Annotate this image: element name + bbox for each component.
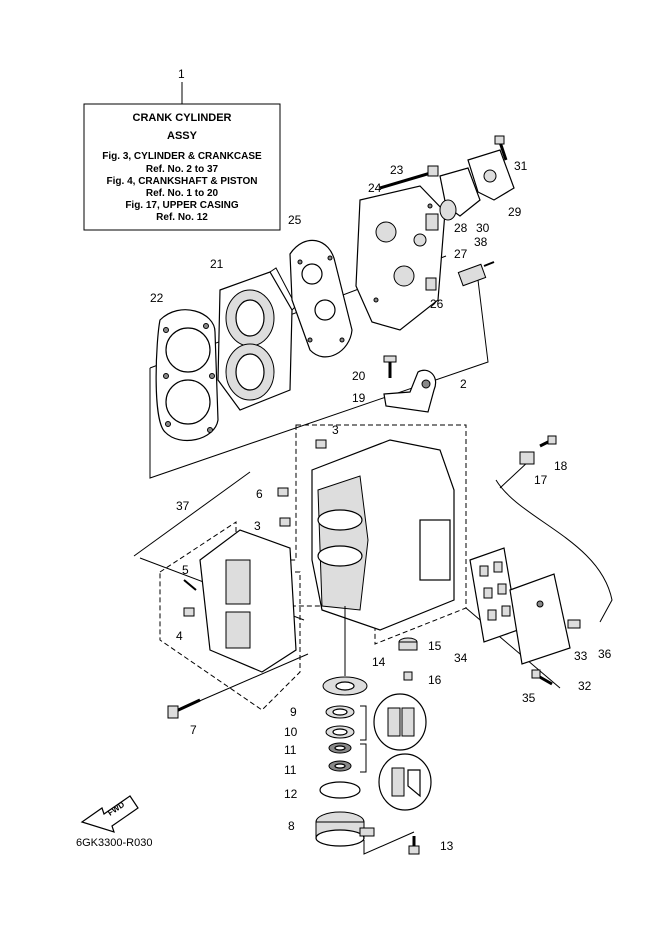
callout-11[interactable]: 11 bbox=[284, 743, 297, 757]
grommet[interactable] bbox=[398, 637, 418, 651]
exhaust-gasket[interactable] bbox=[469, 547, 519, 643]
callout-29[interactable]: 29 bbox=[508, 205, 522, 219]
diagram-code: 6GK3300-R030 bbox=[76, 837, 152, 849]
fwd-arrow-icon: FWD bbox=[80, 795, 139, 833]
seal-detail-upper bbox=[373, 693, 427, 751]
callout-37[interactable]: 37 bbox=[176, 499, 190, 513]
dowel-pin[interactable] bbox=[277, 487, 289, 497]
housing[interactable] bbox=[315, 811, 375, 847]
o-ring[interactable] bbox=[319, 781, 361, 799]
small-bolt[interactable] bbox=[425, 277, 437, 291]
fitting-17[interactable] bbox=[519, 451, 535, 465]
box-line: Fig. 17, UPPER CASING bbox=[125, 200, 239, 211]
cylinder-head[interactable] bbox=[217, 267, 297, 411]
callout-35[interactable]: 35 bbox=[522, 691, 536, 705]
oil-seal-11a[interactable] bbox=[328, 742, 352, 754]
temperature-sensor[interactable] bbox=[457, 261, 495, 287]
callout-10[interactable]: 10 bbox=[284, 725, 298, 739]
callout-28[interactable]: 28 bbox=[454, 221, 468, 235]
cover-bolt[interactable] bbox=[494, 135, 508, 161]
callout-3[interactable]: 3 bbox=[332, 423, 339, 437]
seal-detail-lower bbox=[378, 753, 432, 811]
callout-38[interactable]: 38 bbox=[474, 235, 488, 249]
fitting[interactable] bbox=[425, 213, 439, 231]
fitting-3a[interactable] bbox=[315, 439, 327, 449]
callout-21[interactable]: 21 bbox=[210, 257, 224, 271]
box-line: Fig. 3, CYLINDER & CRANKCASE bbox=[102, 151, 262, 162]
callout-15[interactable]: 15 bbox=[428, 639, 442, 653]
oil-seal-11b[interactable] bbox=[328, 760, 352, 772]
box-title-line1: CRANK CYLINDER bbox=[133, 112, 232, 124]
head-cover-gasket[interactable] bbox=[289, 239, 353, 358]
crankcase[interactable] bbox=[311, 439, 455, 631]
screw-16[interactable] bbox=[403, 671, 413, 681]
callout-4[interactable]: 4 bbox=[176, 629, 183, 643]
callout-13[interactable]: 13 bbox=[440, 839, 454, 853]
fitting-33[interactable] bbox=[567, 619, 581, 629]
hose[interactable] bbox=[133, 471, 251, 557]
callout-24[interactable]: 24 bbox=[368, 181, 382, 195]
bolt-18[interactable] bbox=[539, 435, 557, 448]
callout-31[interactable]: 31 bbox=[514, 159, 528, 173]
head-cover[interactable] bbox=[355, 185, 446, 331]
cylinder-gasket[interactable] bbox=[155, 309, 219, 442]
bolt-13[interactable] bbox=[408, 836, 420, 855]
box-line: Ref. No. 12 bbox=[156, 212, 208, 223]
exhaust-cover[interactable] bbox=[509, 573, 571, 665]
callout-32[interactable]: 32 bbox=[578, 679, 592, 693]
callout-2[interactable]: 2 bbox=[460, 377, 467, 391]
callout-22[interactable]: 22 bbox=[150, 291, 164, 305]
oil-seal-plate[interactable] bbox=[322, 676, 368, 696]
callout-14[interactable]: 14 bbox=[372, 655, 386, 669]
callout-27[interactable]: 27 bbox=[454, 247, 468, 261]
pin-5[interactable] bbox=[183, 579, 197, 591]
bolt-7[interactable] bbox=[167, 698, 201, 719]
callout-9[interactable]: 9 bbox=[290, 705, 297, 719]
callout-30[interactable]: 30 bbox=[476, 221, 490, 235]
callout-16[interactable]: 16 bbox=[428, 673, 442, 687]
bracket-bolt[interactable] bbox=[383, 355, 397, 378]
box-line: Ref. No. 1 to 20 bbox=[146, 188, 219, 199]
callout-26[interactable]: 26 bbox=[430, 297, 444, 311]
thermostat-cover[interactable] bbox=[467, 149, 515, 201]
box-title-line2: ASSY bbox=[167, 130, 198, 142]
callout-6[interactable]: 6 bbox=[256, 487, 263, 501]
assembly-reference-box: 1 CRANK CYLINDER ASSY Fig. 3, CYLINDER &… bbox=[83, 67, 281, 231]
box-line: Fig. 4, CRANKSHAFT & PISTON bbox=[107, 176, 258, 187]
fitting-4[interactable] bbox=[183, 607, 195, 617]
bracket[interactable] bbox=[383, 369, 437, 413]
callout-3[interactable]: 3 bbox=[254, 519, 261, 533]
callout-17[interactable]: 17 bbox=[534, 473, 548, 487]
fitting-3b[interactable] bbox=[279, 517, 291, 527]
callout-25[interactable]: 25 bbox=[288, 213, 302, 227]
callout-33[interactable]: 33 bbox=[574, 649, 588, 663]
callout-34[interactable]: 34 bbox=[454, 651, 468, 665]
callout-18[interactable]: 18 bbox=[554, 459, 568, 473]
callout-23[interactable]: 23 bbox=[390, 163, 404, 177]
callout-11[interactable]: 11 bbox=[284, 763, 297, 777]
crankcase-lower-half[interactable] bbox=[199, 529, 297, 673]
callout-19[interactable]: 19 bbox=[352, 391, 366, 405]
callout-8[interactable]: 8 bbox=[288, 819, 295, 833]
callout-20[interactable]: 20 bbox=[352, 369, 366, 383]
box-line: Ref. No. 2 to 37 bbox=[146, 164, 219, 175]
bolt-35[interactable] bbox=[531, 669, 553, 686]
thermostat[interactable] bbox=[439, 199, 457, 221]
callout-36[interactable]: 36 bbox=[598, 647, 612, 661]
callout-12[interactable]: 12 bbox=[284, 787, 298, 801]
callout-7[interactable]: 7 bbox=[190, 723, 197, 737]
callout-5[interactable]: 5 bbox=[182, 563, 189, 577]
bleed-hose[interactable] bbox=[495, 479, 613, 623]
oil-seal-10[interactable] bbox=[325, 725, 355, 739]
long-bolt[interactable] bbox=[379, 165, 439, 190]
callout-1[interactable]: 1 bbox=[178, 67, 185, 81]
oil-seal-9[interactable] bbox=[325, 705, 355, 719]
